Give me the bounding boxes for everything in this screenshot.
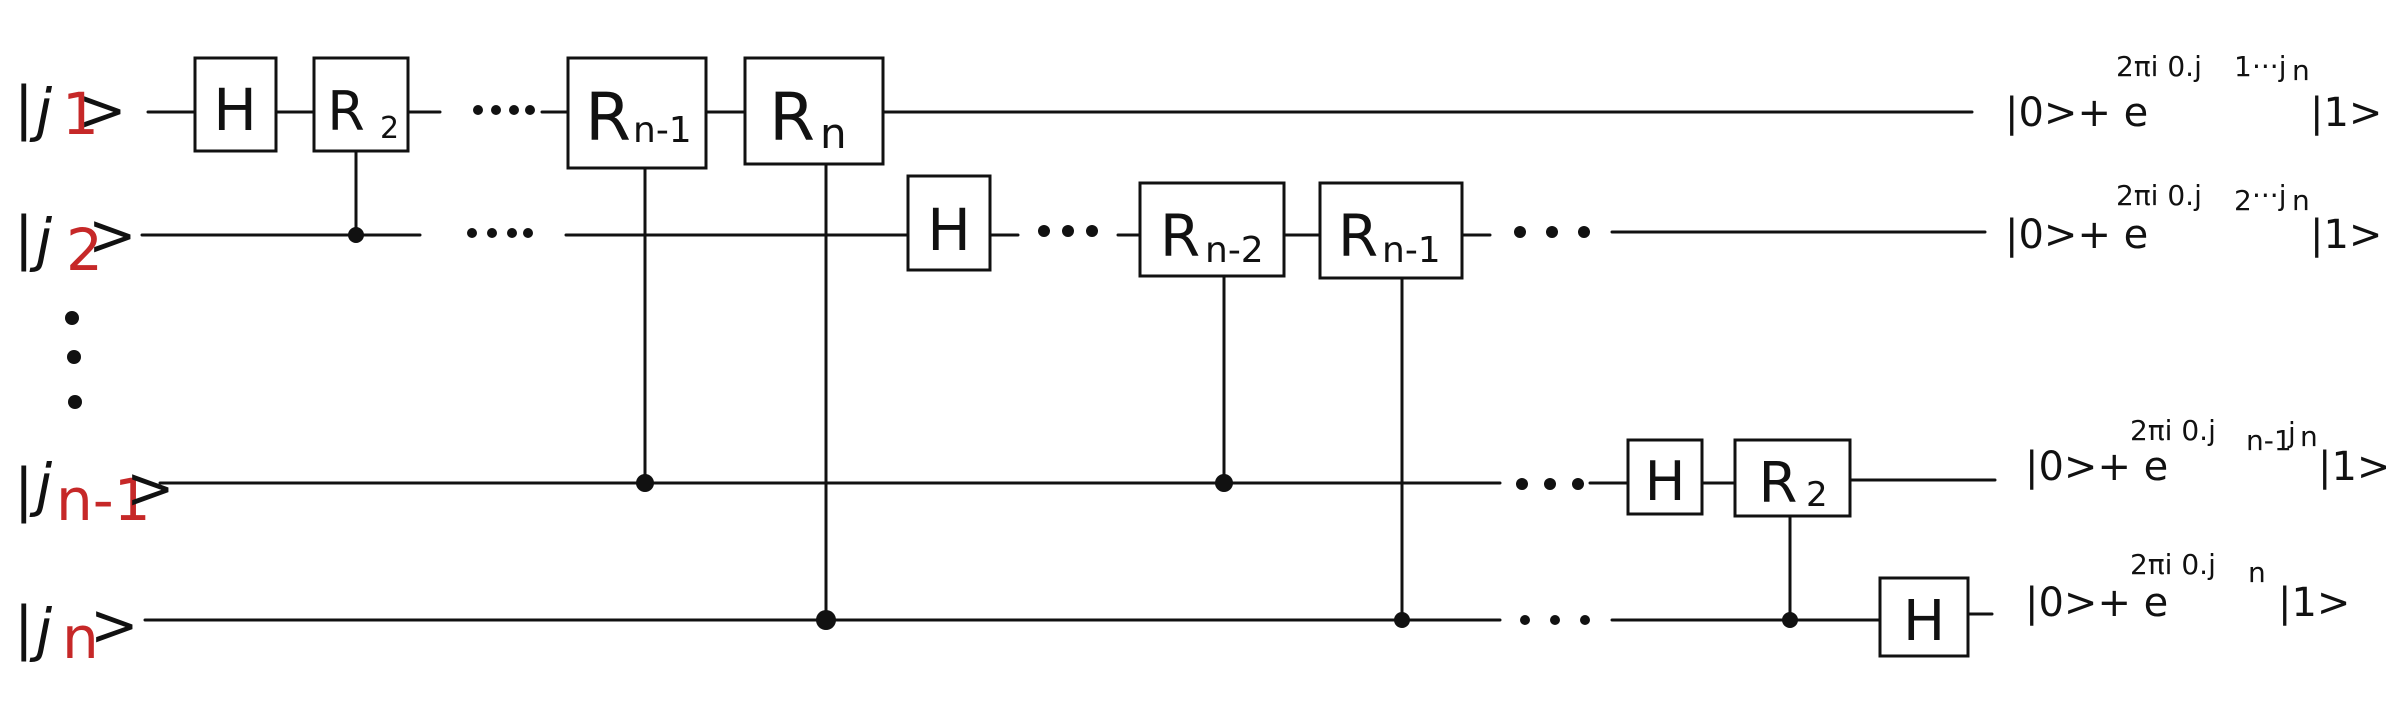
- gate-rn-q1: R n: [743, 56, 885, 166]
- svg-text:|: |: [14, 594, 34, 662]
- svg-text:n-1: n-1: [633, 110, 692, 151]
- control-r2-qn-1: [1782, 514, 1798, 628]
- svg-text:n: n: [62, 604, 99, 672]
- output-state-n: |0>+ e 2πi 0.j n |1>: [2025, 548, 2350, 626]
- svg-text:R: R: [769, 79, 815, 156]
- svg-text:H: H: [927, 196, 971, 264]
- svg-text:2πi 0.j: 2πi 0.j: [2116, 50, 2202, 83]
- control-r2-q1: [348, 146, 364, 243]
- gate-r2-q1: R 2: [312, 56, 410, 153]
- input-label-j1: | j 1 >: [14, 74, 127, 148]
- svg-text:···j: ···j: [2252, 179, 2286, 212]
- svg-text:R: R: [1338, 202, 1378, 270]
- svg-text:n: n: [2292, 54, 2310, 87]
- svg-text:>: >: [126, 454, 175, 522]
- svg-text:n: n: [820, 109, 847, 158]
- svg-text:n-1: n-1: [56, 466, 151, 534]
- svg-text:|0>+ e: |0>+ e: [2025, 580, 2168, 626]
- svg-text:n: n: [2300, 420, 2318, 453]
- svg-text:2: 2: [380, 111, 399, 146]
- svg-text:H: H: [1645, 450, 1686, 513]
- gate-h-qn: H: [1878, 576, 1970, 658]
- svg-text:n: n: [2248, 556, 2266, 589]
- svg-text:n-2: n-2: [1205, 230, 1264, 271]
- svg-text:R: R: [1160, 202, 1200, 270]
- svg-text:|: |: [14, 204, 34, 272]
- gate-r2-qn-1: R 2: [1733, 438, 1852, 518]
- svg-text:2πi 0.j: 2πi 0.j: [2116, 179, 2202, 212]
- input-vertical-ellipsis: [65, 311, 82, 409]
- svg-text:|1>: |1>: [2310, 90, 2382, 136]
- output-state-1: |0>+ e 2πi 0.j 1 ···j n |1>: [2005, 50, 2382, 136]
- svg-text:2πi 0.j: 2πi 0.j: [2130, 414, 2216, 447]
- svg-text:|0>+ e: |0>+ e: [2005, 90, 2148, 136]
- input-label-j2: | j 2 >: [14, 201, 137, 284]
- svg-text:|: |: [14, 74, 34, 142]
- svg-text:2: 2: [1806, 475, 1828, 515]
- svg-text:R: R: [585, 79, 631, 156]
- svg-text:j: j: [2287, 416, 2296, 449]
- svg-text:n-1: n-1: [1382, 230, 1441, 271]
- svg-text:R: R: [327, 80, 365, 143]
- gate-h-qn-1: H: [1626, 438, 1704, 516]
- svg-text:n-1: n-1: [2246, 424, 2292, 457]
- svg-text:|1>: |1>: [2318, 444, 2386, 490]
- svg-text:|0>+ e: |0>+ e: [2005, 212, 2148, 258]
- svg-text:>: >: [88, 201, 137, 269]
- svg-text:|0>+ e: |0>+ e: [2025, 444, 2168, 490]
- output-state-2: |0>+ e 2πi 0.j 2 ···j n |1>: [2005, 179, 2382, 258]
- input-label-jn: | j n >: [14, 591, 139, 672]
- control-rn-2-q2: [1215, 274, 1233, 492]
- svg-text:2: 2: [2234, 184, 2252, 217]
- gate-rn-1-q1: R n-1: [566, 56, 708, 170]
- qubit-wire-n: [143, 612, 1994, 622]
- svg-text:|1>: |1>: [2278, 580, 2350, 626]
- gate-rn-1-q2: R n-1: [1318, 181, 1464, 280]
- svg-text:|: |: [14, 456, 34, 524]
- wire-ellipsis: [467, 105, 1590, 625]
- gate-h-q1: H: [193, 56, 278, 153]
- svg-text:>: >: [90, 591, 139, 659]
- gate-rn-2-q2: R n-2: [1138, 181, 1286, 278]
- output-state-n-1: |0>+ e 2πi 0.j n-1 j n |1>: [2025, 414, 2386, 490]
- input-label-jn-1: | j n-1 >: [14, 451, 175, 534]
- svg-text:H: H: [213, 76, 257, 144]
- svg-text:H: H: [1903, 589, 1945, 654]
- control-rn-1-q1: [636, 166, 654, 492]
- svg-text:2: 2: [66, 216, 103, 284]
- qubit-wire-n-1: [158, 478, 1997, 485]
- svg-text:R: R: [1759, 451, 1798, 516]
- qubit-wire-2: [140, 230, 1987, 237]
- svg-text:1: 1: [2234, 50, 2252, 83]
- svg-text:2πi 0.j: 2πi 0.j: [2130, 548, 2216, 581]
- control-rn-1-q2: [1394, 276, 1410, 628]
- svg-text:|1>: |1>: [2310, 212, 2382, 258]
- gate-h-q2: H: [906, 174, 992, 272]
- svg-text:>: >: [78, 76, 127, 144]
- control-rn-q1: [816, 162, 836, 630]
- svg-text:···j: ···j: [2252, 50, 2286, 83]
- svg-text:n: n: [2292, 184, 2310, 217]
- svg-text:1: 1: [62, 80, 99, 148]
